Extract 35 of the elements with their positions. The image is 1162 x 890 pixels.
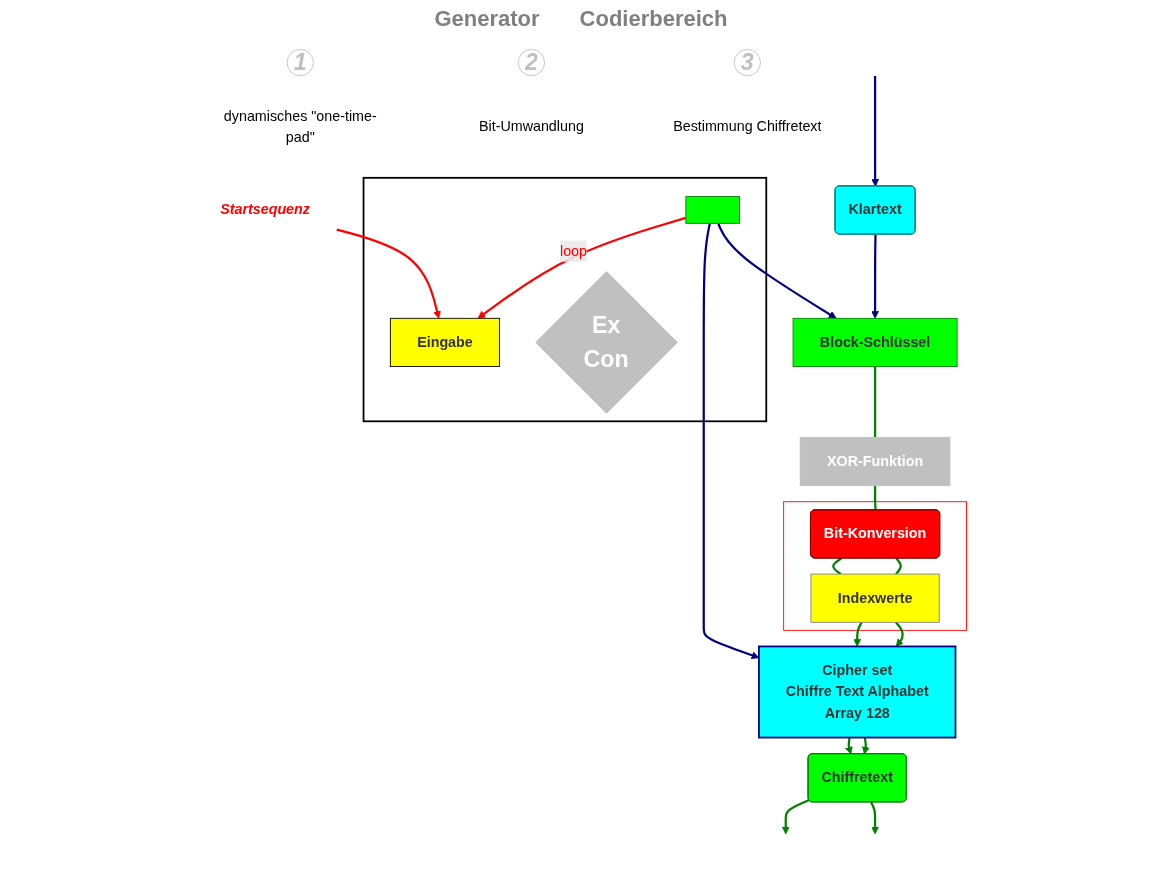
node-text: Startsequenz — [219, 201, 310, 218]
column-heading: Generator — [434, 6, 540, 32]
node-diamond: Ex Con — [534, 271, 678, 414]
node-label: Bit-Umwandlung — [478, 118, 584, 135]
arrow — [852, 621, 863, 647]
node-box: Indexwerte — [810, 573, 940, 623]
arrow — [477, 216, 686, 319]
node-circle: 3 — [733, 48, 761, 77]
arrow — [870, 234, 879, 319]
node-circle: 2 — [517, 48, 545, 77]
node-label: Bestimmung Chiffretext — [672, 118, 822, 135]
node-box: Block-Schlüssel — [792, 317, 958, 367]
column-heading: Codierbereich — [579, 6, 728, 32]
connector — [831, 557, 842, 575]
cluster — [782, 501, 967, 631]
node-label: dynamisches "one-time-pad" — [223, 108, 377, 145]
node-box — [685, 196, 740, 224]
connector — [873, 485, 877, 511]
node-box: Eingabe — [389, 317, 500, 367]
arrow — [781, 799, 810, 835]
connector — [873, 366, 876, 438]
connector — [894, 557, 902, 575]
arrow — [716, 222, 837, 319]
arrow — [870, 75, 879, 187]
node-box: Cipher set Chiffre Text Alphabet Array 128 — [757, 645, 957, 739]
node-circle: 1 — [286, 48, 314, 77]
cluster — [362, 176, 767, 423]
arrow — [336, 228, 441, 319]
edge-label: loop — [559, 243, 587, 259]
arrow — [894, 621, 904, 647]
arrow — [844, 737, 853, 755]
node-box: XOR-Funktion — [799, 436, 951, 487]
arrow — [861, 737, 870, 755]
arrow — [869, 801, 879, 835]
arrow — [702, 223, 759, 660]
